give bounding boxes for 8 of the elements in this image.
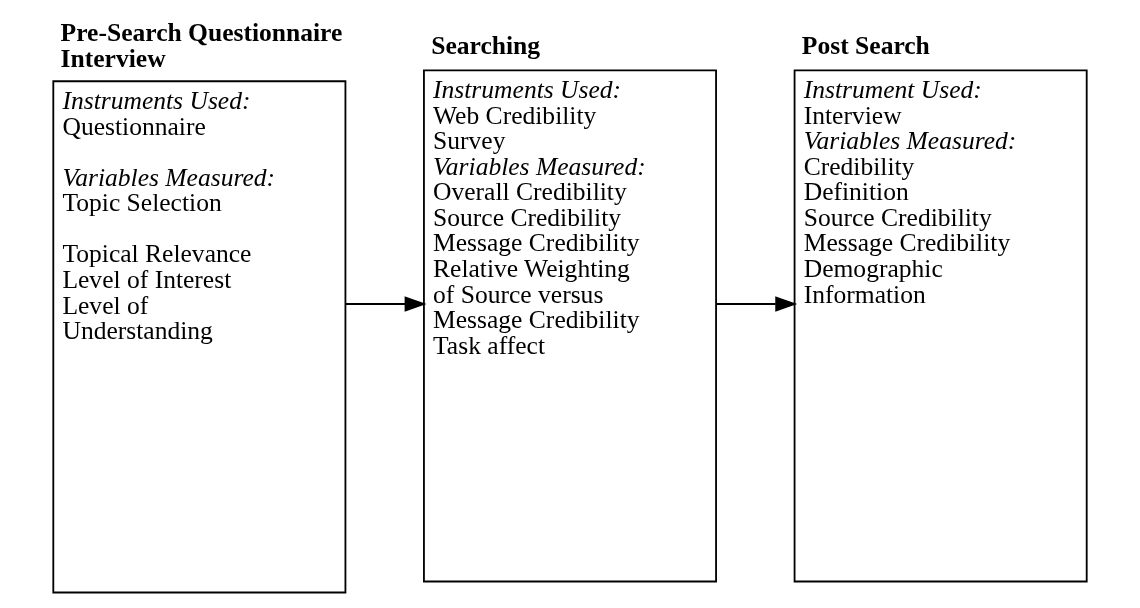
node-box: Instrument Used: Interview Variables Measured: Credibility Definition Source Credibility Message Credibility Demographic Information xyxy=(793,69,1088,583)
node-label: Post Search xyxy=(801,31,930,61)
node-box: Instruments Used: Web Credibility Survey Variables Measured: Overall Credibility Source Credibility Message Credibility Relative Weighting of Source versus Message Credibility Task affect xyxy=(423,69,717,583)
node-box: Instruments Used: Questionnaire Variables Measured: Topic Selection Topical Relevance Level of Interest Level of Understanding xyxy=(52,80,347,594)
arrow xyxy=(715,296,798,312)
node-label: Searching xyxy=(431,31,541,61)
node-label: Pre-Search Questionnaire Interview xyxy=(60,18,343,74)
arrow xyxy=(344,296,427,312)
